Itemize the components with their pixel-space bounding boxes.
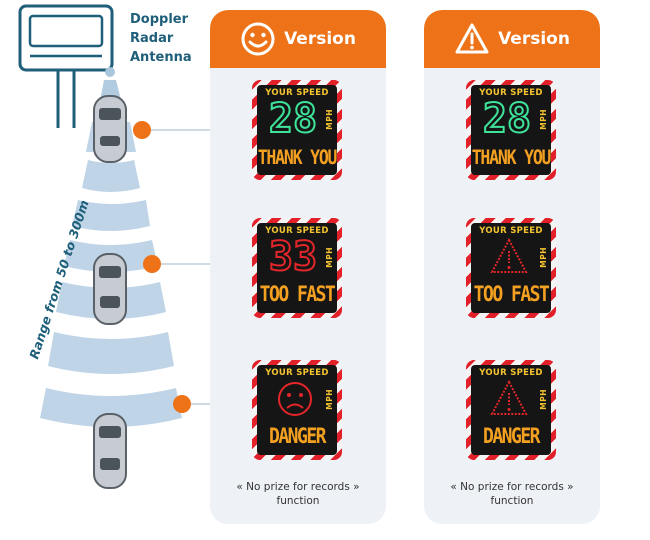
your-speed-label: YOUR SPEED [265,88,329,98]
car-icon [93,413,127,489]
detection-dot [133,121,151,139]
warning-triangle-icon [455,23,489,54]
version-column-warning: Version YOUR SPEED 28 MPH THANK YOU YOUR… [424,10,600,524]
antenna-label-line: Radar [130,31,174,46]
speed-sign: YOUR SPEED 28 MPH THANK YOU [252,80,342,180]
speed-sign: YOUR SPEED MPH TOO FAST [466,218,556,318]
column-header: Version [210,10,386,68]
sign-display: YOUR SPEED 28 MPH THANK YOU [471,85,551,175]
column-title: Version [498,29,570,49]
antenna-label: Doppler Radar Antenna [130,10,192,67]
sad-face-icon [278,382,312,416]
antenna-label-line: Antenna [130,50,192,65]
sign-display: YOUR SPEED MPH DANGER [257,365,337,455]
unit-label: MPH [539,109,548,130]
speed-digits: 33 [268,234,318,280]
footnote-line: « No prize for records » [236,481,360,493]
speed-sign: YOUR SPEED MPH DANGER [466,360,556,460]
column-header: Version [424,10,600,68]
sign-message: DANGER [268,423,327,450]
unit-label: MPH [539,247,548,268]
your-speed-label: YOUR SPEED [479,368,543,378]
your-speed-label: YOUR SPEED [479,226,543,236]
speed-digits: 28 [268,96,318,142]
sign-display: YOUR SPEED MPH TOO FAST [471,223,551,313]
footnote: « No prize for records » function [424,480,600,508]
sign-display: YOUR SPEED MPH DANGER [471,365,551,455]
version-column-smiley: Version YOUR SPEED 28 MPH THANK YOU YOUR… [210,10,386,524]
speed-sign: YOUR SPEED 33 MPH TOO FAST [252,218,342,318]
radar-antenna-icon [18,4,115,128]
unit-label: MPH [325,247,334,268]
warning-triangle-icon [490,237,528,273]
unit-label: MPH [325,389,334,410]
column-title: Version [284,29,356,49]
sign-display: YOUR SPEED 33 MPH TOO FAST [257,223,337,313]
unit-label: MPH [539,389,548,410]
footnote-line: « No prize for records » [450,481,574,493]
footnote-line: function [276,495,320,507]
your-speed-label: YOUR SPEED [479,88,543,98]
sign-message: DANGER [482,423,541,450]
your-speed-label: YOUR SPEED [265,226,329,236]
sign-message: TOO FAST [473,281,550,308]
car-icon [93,95,127,163]
smiley-icon [241,22,275,56]
footnote: « No prize for records » function [210,480,386,508]
unit-label: MPH [325,109,334,130]
your-speed-label: YOUR SPEED [265,368,329,378]
speed-sign: YOUR SPEED MPH DANGER [252,360,342,460]
sign-display: YOUR SPEED 28 MPH THANK YOU [257,85,337,175]
sign-message: THANK YOU [471,146,551,169]
antenna-label-line: Doppler [130,12,189,27]
warning-triangle-icon [490,379,528,415]
detection-dot [173,395,191,413]
sign-message: TOO FAST [259,281,336,308]
sign-message: THANK YOU [257,146,337,169]
speed-sign: YOUR SPEED 28 MPH THANK YOU [466,80,556,180]
detection-dot [143,255,161,273]
footnote-line: function [490,495,534,507]
car-icon [93,253,127,325]
speed-digits: 28 [482,96,532,142]
